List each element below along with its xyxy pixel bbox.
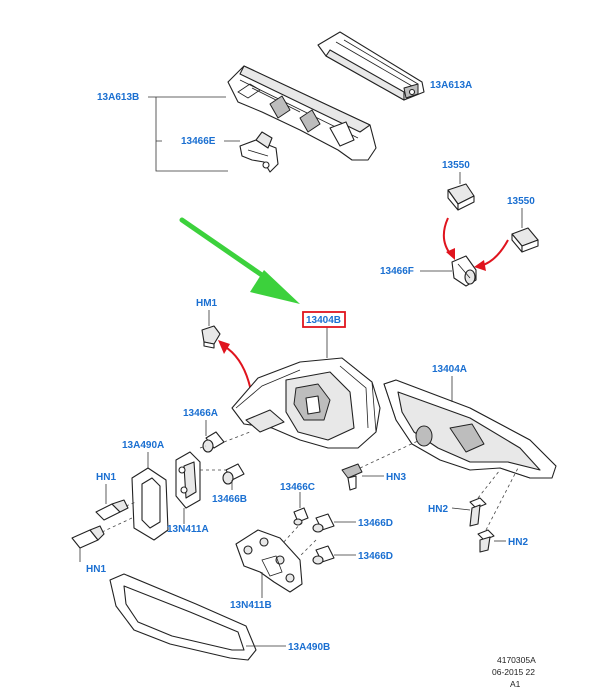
callout-13550-right: 13550 <box>507 196 535 207</box>
green-pointer-arrow <box>179 217 300 304</box>
drawing-date: 06-2015 22 <box>492 667 535 677</box>
callout-HM1: HM1 <box>196 298 218 309</box>
leader-HN2-left <box>451 507 471 511</box>
callout-13N411A: 13N411A <box>167 524 209 535</box>
callout-13466D-top: 13466D <box>358 518 393 529</box>
part-HN2-left <box>469 497 487 527</box>
drawing-revision: A1 <box>510 679 521 689</box>
callout-HN2-left: HN2 <box>428 504 448 515</box>
part-13A613A-cover <box>317 31 425 101</box>
part-13N411A-holder <box>175 451 201 509</box>
part-HN3-fastener <box>341 463 363 491</box>
part-HN1-upper <box>95 499 129 521</box>
callout-13466D-bottom: 13466D <box>358 551 393 562</box>
callout-13A490B: 13A490B <box>288 642 330 653</box>
callout-HN2-right: HN2 <box>508 537 528 548</box>
part-HM1-nut <box>201 325 221 349</box>
part-13550-top <box>447 183 475 211</box>
callout-13N411B: 13N411B <box>230 600 272 611</box>
part-13A613B-housing <box>227 65 377 161</box>
highlight-box-13404B <box>302 311 346 328</box>
callout-13466C: 13466C <box>280 482 315 493</box>
part-13A490B-gasket <box>109 573 257 661</box>
callout-13466A: 13466A <box>183 408 218 419</box>
callout-13466B: 13466B <box>212 494 247 505</box>
callout-HN3: HN3 <box>386 472 406 483</box>
part-13404B-lamp <box>231 357 381 449</box>
part-13466D-lower-bulb <box>312 545 335 565</box>
part-13466F-socket <box>451 255 477 287</box>
callout-13404A: 13404A <box>432 364 467 375</box>
part-HN2-right <box>477 529 495 553</box>
part-13466D-upper-bulb <box>312 513 335 533</box>
part-13404A-lamp <box>383 379 557 479</box>
part-13550-right <box>511 227 539 253</box>
red-arrows-13550 <box>442 217 509 267</box>
part-13466C-bulb <box>293 507 309 526</box>
callout-13A613B: 13A613B <box>97 92 139 103</box>
callout-13A490A: 13A490A <box>122 440 164 451</box>
part-13466B-bulb <box>222 463 245 485</box>
callout-HN1-bottom: HN1 <box>86 564 106 575</box>
part-13A490A-gasket <box>131 467 169 541</box>
callout-13A613A: 13A613A <box>430 80 472 91</box>
drawing-number: 4170305A <box>497 655 536 665</box>
callout-13404B: 13404B <box>306 315 341 326</box>
callout-13550-top: 13550 <box>442 160 470 171</box>
leader-13A613B <box>148 96 240 172</box>
callout-HN1-top: HN1 <box>96 472 116 483</box>
callout-13466F: 13466F <box>380 266 414 277</box>
part-13466E-holder <box>239 131 279 173</box>
callout-13466E: 13466E <box>181 136 216 147</box>
part-HN1-lower <box>71 525 105 549</box>
part-13N411B-holder <box>235 529 303 593</box>
